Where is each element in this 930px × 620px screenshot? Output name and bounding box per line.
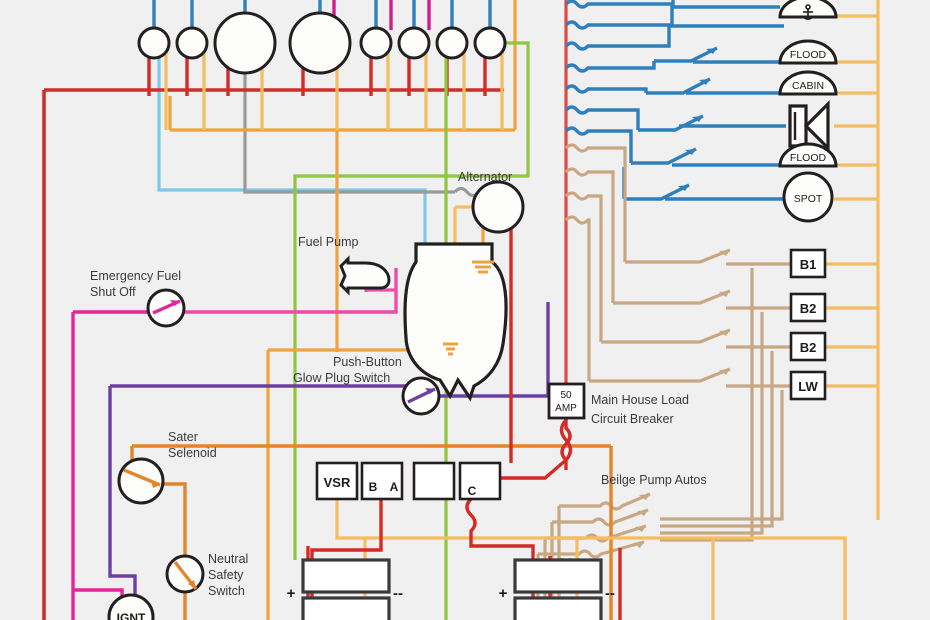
load-boxes-group: B1 B2 B2 LW bbox=[789, 248, 827, 401]
engine-ground-symbol bbox=[472, 260, 494, 274]
flood-light-1-symbol[interactable]: FLOOD bbox=[778, 39, 838, 65]
magenta-fuel-shutoff-wires bbox=[71, 268, 398, 620]
ignition-switch-label: IGNT bbox=[117, 611, 146, 620]
battery-bank-1[interactable]: + -- bbox=[287, 558, 403, 620]
gauge-2[interactable] bbox=[175, 26, 209, 60]
engine-ground-symbol-lower bbox=[443, 342, 458, 356]
load-box-b2b[interactable]: B2 bbox=[789, 331, 827, 362]
breaker-amp-value: 50 bbox=[560, 390, 572, 401]
push-button-glow-plug-switch[interactable] bbox=[401, 376, 441, 416]
light-blue-sender-wire bbox=[157, 43, 427, 258]
blue-lighting-circuits bbox=[564, 0, 786, 201]
gauge-5[interactable] bbox=[359, 26, 393, 60]
main-circuit-breaker[interactable]: 50 AMP bbox=[547, 382, 586, 420]
cabin-light-label: CABIN bbox=[792, 80, 824, 92]
label-bilge: Beilge Pump Autos bbox=[601, 473, 707, 487]
neutral-safety-switch[interactable] bbox=[165, 554, 205, 594]
load-box-lw[interactable]: LW bbox=[789, 370, 827, 401]
relay-box-row: VSR B A C bbox=[315, 461, 502, 501]
label-alternator: Alternator bbox=[458, 170, 512, 184]
alternator-symbol bbox=[471, 180, 525, 234]
starter-solenoid-switch[interactable] bbox=[117, 457, 165, 505]
terminal-b-label: B bbox=[369, 480, 378, 494]
label-starter-1: Sater bbox=[168, 430, 198, 444]
amber-return-rail bbox=[826, 0, 880, 520]
label-glow-plug-2: Glow Plug Switch bbox=[293, 371, 390, 385]
orange-starter-wires bbox=[130, 444, 613, 620]
spot-light-symbol[interactable]: SPOT bbox=[782, 171, 834, 223]
battery-2-plus: + bbox=[499, 585, 508, 602]
gauge-3[interactable] bbox=[213, 11, 277, 75]
battery-2-minus: -- bbox=[605, 585, 615, 602]
battery-1-plus: + bbox=[287, 585, 296, 602]
load-box-b1[interactable]: B1 bbox=[789, 248, 827, 279]
emergency-fuel-shutoff-switch[interactable] bbox=[146, 288, 186, 328]
relay-box-empty[interactable] bbox=[412, 461, 456, 501]
anchor-light-symbol[interactable] bbox=[778, 0, 838, 20]
gauge-1[interactable] bbox=[137, 26, 171, 60]
flood-light-2-symbol[interactable]: FLOOD bbox=[778, 142, 838, 168]
battery-1-minus: -- bbox=[393, 585, 403, 602]
gauge-8[interactable] bbox=[473, 26, 507, 60]
load-box-lw-label: LW bbox=[798, 379, 818, 394]
orange-ground-bus bbox=[164, 0, 517, 132]
circuit-breaker-squiggle bbox=[559, 418, 573, 470]
label-starter-2: Selenoid bbox=[168, 446, 217, 460]
load-box-b1-label: B1 bbox=[800, 257, 817, 272]
label-emergency-fuel-1: Emergency Fuel bbox=[90, 269, 181, 283]
diagram-text-labels: Alternator Fuel Pump Emergency Fuel Shut… bbox=[90, 170, 707, 598]
anchor-icon bbox=[801, 4, 815, 20]
relay-box-vsr[interactable]: VSR bbox=[315, 461, 359, 501]
label-neutral-3: Switch bbox=[208, 584, 245, 598]
label-glow-plug-1: Push-Button bbox=[333, 355, 402, 369]
label-emergency-fuel-2: Shut Off bbox=[90, 285, 136, 299]
label-neutral-2: Safety bbox=[208, 568, 244, 582]
load-box-b2a-label: B2 bbox=[800, 301, 817, 316]
flood-light-1-label: FLOOD bbox=[790, 49, 827, 61]
gauges-row bbox=[137, 11, 507, 75]
label-breaker-1: Main House Load bbox=[591, 393, 689, 407]
terminal-c-label: C bbox=[468, 484, 477, 498]
ignition-switch[interactable]: IGNT bbox=[107, 593, 155, 620]
cabin-light-symbol[interactable]: CABIN bbox=[778, 70, 838, 96]
fuel-pump-symbol bbox=[339, 255, 391, 296]
gauge-6[interactable] bbox=[397, 26, 431, 60]
battery-bank-2[interactable]: + -- bbox=[499, 558, 615, 620]
relay-box-c[interactable]: C bbox=[458, 461, 502, 501]
light-symbols-group: FLOOD CABIN FLOOD SPOT bbox=[778, 0, 838, 223]
gauge-feed-wires bbox=[152, 0, 492, 43]
flood-light-2-label: FLOOD bbox=[790, 152, 827, 164]
label-breaker-2: Circuit Breaker bbox=[591, 412, 674, 426]
relay-box-vsr-label: VSR bbox=[324, 475, 351, 490]
engine-block bbox=[403, 242, 508, 402]
relay-box-ba[interactable]: B A bbox=[360, 461, 404, 501]
gauge-4[interactable] bbox=[288, 11, 352, 75]
horn-icon bbox=[788, 100, 830, 152]
gauge-7[interactable] bbox=[435, 26, 469, 60]
terminal-a-label: A bbox=[390, 480, 399, 494]
label-neutral-1: Neutral bbox=[208, 552, 248, 566]
spot-light-label: SPOT bbox=[794, 193, 823, 205]
load-box-b2b-label: B2 bbox=[800, 340, 817, 355]
label-fuel-pump: Fuel Pump bbox=[298, 235, 358, 249]
load-box-b2a[interactable]: B2 bbox=[789, 292, 827, 323]
breaker-amp-unit: AMP bbox=[555, 403, 577, 414]
horn-symbol[interactable] bbox=[788, 100, 830, 152]
